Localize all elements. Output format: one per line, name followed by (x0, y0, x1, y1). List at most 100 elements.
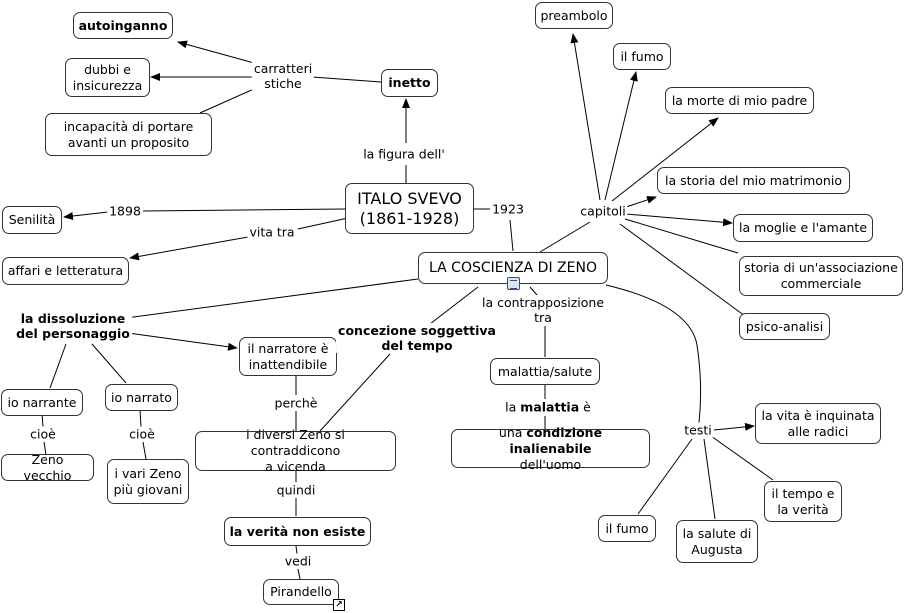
node-morte-text: la morte di mio padre (671, 92, 808, 108)
node-condizione-bold: condizione inalienabile (509, 424, 603, 456)
label-cioe-left: cioè (28, 426, 58, 442)
node-vita-inquinata[interactable]: la vita è inquinata alle radici (755, 403, 881, 444)
label-malattia-prefix: la (505, 399, 521, 415)
node-condizione-inalienabile[interactable]: una condizione inalienabile dell'uomo (451, 425, 650, 472)
label-dissoluzione: la dissoluzione del personaggio (14, 311, 132, 341)
node-condizione-line2: dell'uomo (519, 456, 582, 472)
label-carratteri-line2: stiche (264, 76, 302, 91)
node-affari-letteratura[interactable]: affari e letteratura (2, 257, 129, 285)
node-io-narrante[interactable]: io narrante (1, 389, 83, 416)
edge-testi-tempoverita (710, 435, 774, 481)
node-moglie-amante[interactable]: la moglie e l'amante (733, 214, 873, 242)
label-contrapposizione-line1: la contrapposizione (481, 295, 605, 310)
node-preambolo-text: preambolo (540, 7, 608, 23)
label-dissoluzione-line2: del personaggio (16, 326, 130, 341)
node-tempo-line1: il tempo e (771, 485, 835, 501)
label-carratteri-line1: carratteri (253, 61, 313, 76)
node-verita-text: la verità non esiste (229, 523, 366, 539)
node-io-narrato[interactable]: io narrato (105, 384, 178, 411)
node-italo-svevo-dates: (1861-1928) (359, 208, 460, 228)
label-contrapposizione-line2: tra (534, 310, 552, 325)
edge-capitoli-fumo (604, 71, 638, 201)
node-incapacita[interactable]: incapacità di portare avanti un proposit… (45, 113, 212, 156)
node-vari-zeno-line2: più giovani (113, 481, 183, 497)
label-vedi: vedi (282, 553, 314, 569)
node-associazione-line2: commerciale (780, 276, 862, 291)
node-salute-augusta[interactable]: la salute di Augusta (676, 520, 758, 563)
edge-vedi-pirandello (297, 568, 301, 580)
node-io-narrato-text: io narrato (111, 389, 172, 405)
node-dubbi-insicurezza[interactable]: dubbi e insicurezza (65, 58, 150, 97)
node-salute-line1: la salute di (682, 525, 752, 541)
edge-carratteri-incapacita (199, 87, 257, 114)
label-testi: testi (682, 422, 714, 438)
node-narratore-inattendibile[interactable]: il narratore è inattendibile (239, 337, 337, 376)
node-vari-zeno[interactable]: i vari Zeno più giovani (107, 459, 189, 504)
node-diversi-zeno[interactable]: i diversi Zeno si contraddicono a vicend… (195, 427, 396, 474)
edge-capitoli-psico (619, 223, 746, 317)
link-arrow-icon[interactable]: ↗ (333, 599, 345, 611)
node-associazione-line1: storia di un'associazione (744, 260, 898, 275)
edge-1898-senilita (63, 211, 109, 220)
edge-testi-salute (703, 438, 716, 520)
node-senilita-text: Senilità (8, 212, 56, 227)
node-il-fumo-capitolo[interactable]: il fumo (613, 43, 671, 70)
label-concezione-line1: concezione soggettiva (338, 323, 496, 338)
node-coscienza-text: LA COSCIENZA DI ZENO (429, 260, 597, 276)
node-morte-padre[interactable]: la morte di mio padre (665, 87, 814, 114)
edge-capitoli-preambolo (570, 33, 601, 201)
node-psico-text: psico-analisi (745, 318, 824, 334)
label-malattia-e: la malattia è (503, 399, 593, 415)
node-preambolo[interactable]: preambolo (535, 2, 613, 29)
node-moglie-text: la moglie e l'amante (738, 220, 868, 235)
label-figura: la figura dell' (361, 146, 447, 162)
edge-dissoluzione-ionarrato (91, 343, 127, 384)
node-zeno-vecchio[interactable]: Zeno vecchio (1, 451, 94, 483)
node-pirandello[interactable]: Pirandello (263, 579, 339, 605)
edge-cioe-varizeno (142, 441, 147, 460)
node-verita-non-esiste[interactable]: la verità non esiste (224, 517, 371, 546)
edge-svevo-1898 (142, 208, 346, 212)
node-matrimonio-text: la storia del mio matrimonio (665, 172, 842, 188)
edge-dissoluzione-ionarrante (49, 343, 67, 389)
node-senilita[interactable]: Senilità (2, 206, 62, 234)
edge-capitoli-moglie (625, 213, 733, 227)
edge-inetto-carratteri (311, 76, 382, 83)
node-condizione-prefix: una (498, 424, 527, 440)
node-associazione-commerciale[interactable]: storia di un'associazione commerciale (739, 256, 903, 296)
node-diversi-line1: i diversi Zeno si contraddicono (246, 427, 345, 458)
edge-svevo-vitatra (297, 217, 349, 230)
node-il-fumo-testi[interactable]: il fumo (598, 515, 656, 542)
node-tempo-line2: la verità (777, 501, 829, 517)
label-carratteristiche: carratteri stiche (251, 61, 315, 91)
document-icon[interactable] (507, 277, 520, 290)
edge-capitoli-morte (611, 117, 719, 202)
label-perche: perchè (272, 395, 320, 411)
node-dubbi-line1: dubbi e (84, 61, 131, 77)
node-salute-line2: Augusta (691, 541, 743, 557)
edge-capitoli-associazione (624, 218, 739, 254)
label-cioe-right: cioè (127, 426, 157, 442)
node-psico-analisi[interactable]: psico-analisi (739, 313, 830, 340)
edge-coscienza-contrapposizione (529, 286, 538, 296)
node-autoinganno-text: autoinganno (78, 17, 168, 33)
node-autoinganno[interactable]: autoinganno (73, 12, 173, 39)
node-tempo-verita[interactable]: il tempo e la verità (764, 481, 842, 522)
node-fumo-testi-text: il fumo (605, 520, 649, 536)
node-malattia-salute[interactable]: malattia/salute (490, 358, 600, 385)
node-inetto[interactable]: inetto (381, 69, 438, 97)
label-dissoluzione-line1: la dissoluzione (20, 311, 126, 326)
label-concezione: concezione soggettiva del tempo (336, 323, 498, 353)
node-vita-line2: alle radici (787, 423, 849, 439)
label-capitoli: capitoli (578, 203, 628, 219)
node-italo-svevo[interactable]: ITALO SVEVO (1861-1928) (345, 183, 474, 234)
edge-ionarrato-cioe (139, 408, 142, 428)
edge-testi-fumo (637, 438, 693, 515)
node-storia-matrimonio[interactable]: la storia del mio matrimonio (657, 167, 850, 194)
edge-carratteri-autoinganno (177, 40, 255, 64)
node-italo-svevo-name: ITALO SVEVO (357, 188, 462, 208)
node-zeno-vecchio-text: Zeno vecchio (23, 451, 72, 483)
node-narratore-line1: il narratore è (247, 340, 329, 356)
label-1923: 1923 (490, 201, 526, 217)
